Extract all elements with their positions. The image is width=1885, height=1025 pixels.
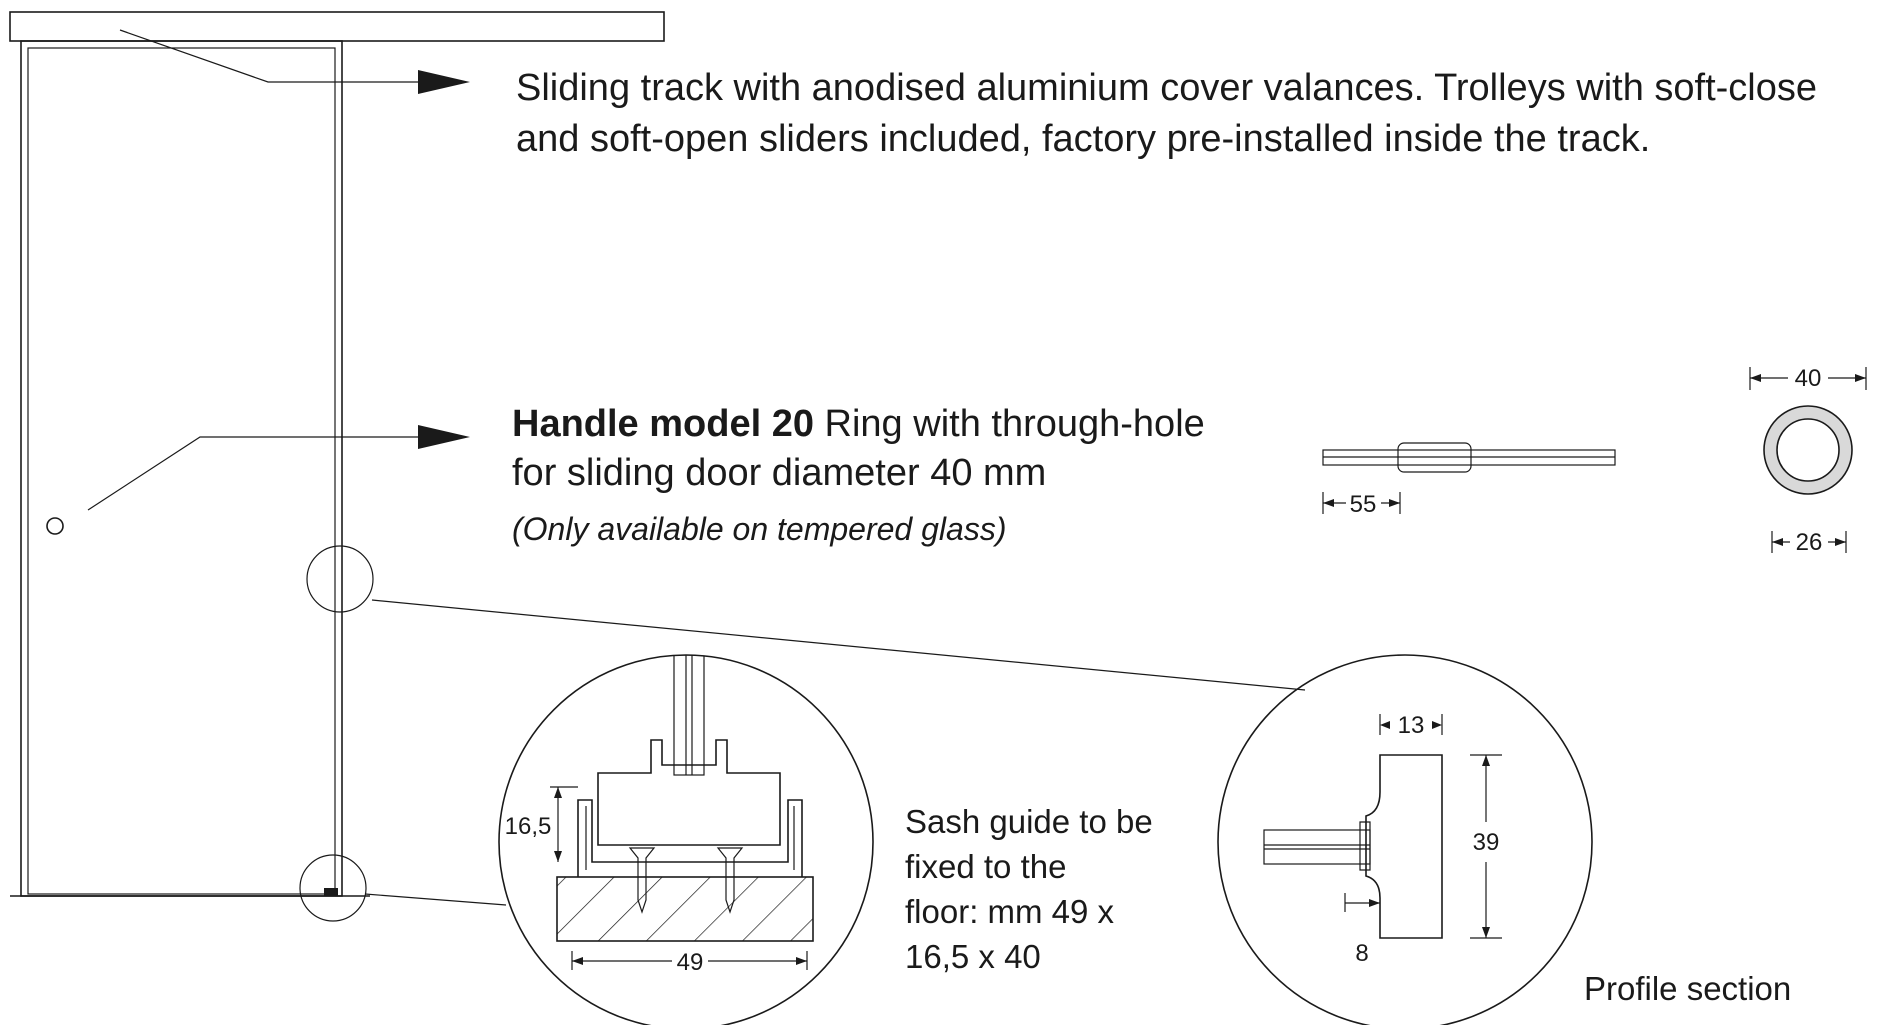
profile-label: Profile section: [1584, 970, 1791, 1007]
profile-connector: [371, 599, 1306, 691]
track-description-line2: and soft-open sliders included, factory …: [516, 118, 1650, 160]
glass-door-panel: [20, 40, 343, 897]
profile-dim-top: 13: [1398, 712, 1425, 739]
sliding-track: [9, 11, 665, 42]
sash-guide-desc-line1: Sash guide to be: [905, 803, 1153, 840]
handle-leader: [87, 425, 470, 511]
handle-dim-inner: 26: [1796, 529, 1823, 556]
detail-callout-profile: [306, 545, 374, 613]
sash-guide-dim-width: 49: [677, 949, 704, 976]
profile-dim-height: 39: [1473, 829, 1500, 856]
sash-guide-dim-height: 16,5: [505, 813, 552, 840]
handle-title: Handle model 20 Ring with through-hole: [512, 403, 1205, 445]
handle-dim-outer: 40: [1795, 365, 1822, 392]
profile-dim-bottom: 8: [1355, 940, 1368, 967]
sash-guide-connector: [364, 893, 507, 906]
sash-guide-desc-line3: floor: mm 49 x: [905, 893, 1115, 930]
detail-callout-sash-guide: [299, 854, 367, 922]
handle-dim-side: 55: [1350, 491, 1377, 518]
handle-ring-view: 40 26: [1749, 365, 1867, 556]
handle-desc-line2: for sliding door diameter 40 mm: [512, 452, 1046, 494]
profile-section-detail: 13 39 8: [1217, 654, 1593, 1025]
track-leader: [119, 29, 470, 94]
arrow-icon: [418, 70, 470, 94]
handle-desc-line1: Ring with through-hole: [814, 403, 1205, 445]
handle-side-view: 55: [1322, 442, 1616, 518]
handle-model: Handle model 20: [512, 403, 814, 445]
sash-guide-marker: [324, 888, 338, 896]
handle-note: (Only available on tempered glass): [512, 511, 1006, 547]
sash-guide-detail: 16,5 49: [498, 654, 874, 1025]
track-description-line1: Sliding track with anodised aluminium co…: [516, 67, 1817, 109]
sash-guide-desc-line4: 16,5 x 40: [905, 938, 1041, 975]
door-elevation: [9, 11, 665, 922]
arrow-icon: [418, 425, 470, 449]
door-handle-ring: [46, 517, 64, 535]
sash-guide-desc-line2: fixed to the: [905, 848, 1066, 885]
